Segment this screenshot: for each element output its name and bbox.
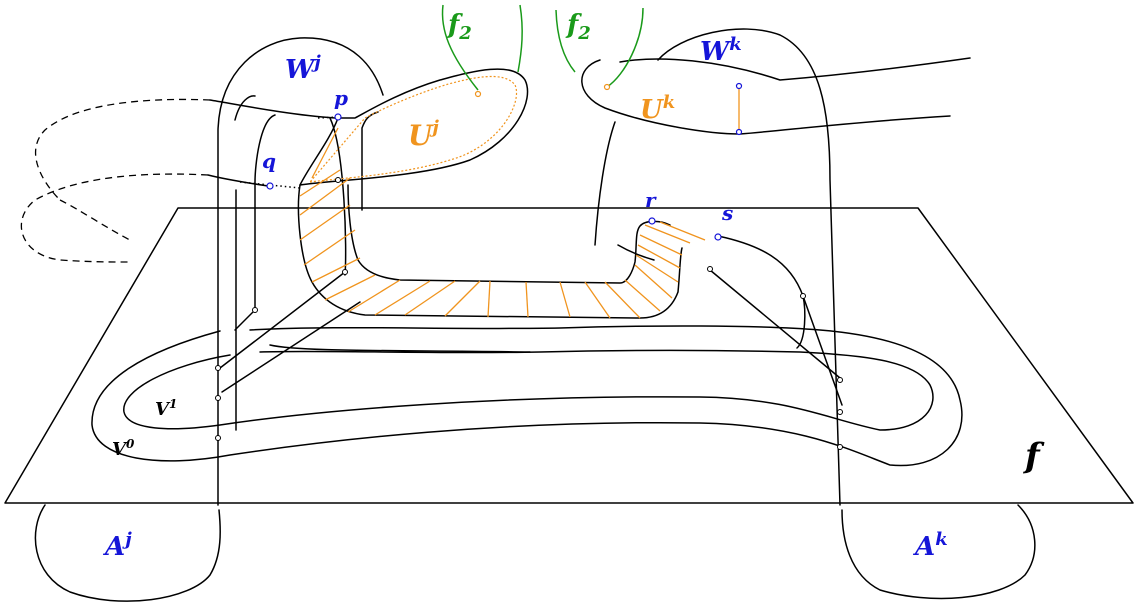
point-Uk	[603, 83, 611, 91]
label-f2-right: f2	[565, 10, 591, 44]
tube-Wj-band2	[207, 174, 269, 187]
point-s	[714, 233, 722, 241]
handle-Ak	[841, 504, 1036, 600]
hatched-strip-left	[297, 184, 683, 319]
label-r: r	[645, 188, 657, 212]
label-Uj: Uj	[408, 117, 439, 152]
tube-Wj-band	[209, 99, 336, 119]
green-curve-left-outer	[441, 4, 479, 91]
band-right-1	[717, 235, 804, 297]
tube-Wj-down	[329, 117, 347, 276]
label-Aj: Aj	[102, 529, 132, 562]
loop-V0	[91, 325, 963, 467]
dashed-tail	[59, 199, 131, 241]
point-Uj	[474, 90, 482, 98]
band-line-5	[234, 309, 256, 331]
point-Uk-bottom	[735, 128, 743, 136]
dashed-loop	[20, 98, 211, 263]
tube-Wj-line1	[254, 114, 276, 311]
tube-Wk-inner	[594, 121, 616, 246]
band-line-4	[802, 295, 843, 406]
tube-Wk-band2	[739, 115, 951, 135]
tube-Wk-outer	[657, 28, 841, 506]
region-Uj-orange	[308, 75, 518, 183]
green-curve-right-inner	[606, 7, 644, 88]
hatched-strip-inner	[347, 184, 671, 284]
band-line-7	[269, 344, 531, 353]
label-f2-left: f2	[446, 10, 472, 44]
label-q: q	[262, 149, 276, 173]
band-line-1	[219, 271, 346, 369]
label-p: p	[334, 86, 348, 110]
band-line-6	[796, 295, 806, 349]
label-V0: V0	[112, 437, 135, 460]
hatch-lines	[299, 127, 706, 319]
band-right-2	[617, 244, 655, 261]
loop-V1	[123, 349, 934, 431]
label-Uk: Uk	[640, 92, 675, 125]
tube-Wj-down2	[361, 111, 379, 211]
band-line-2	[221, 301, 361, 393]
tube-Wk-band1	[619, 57, 971, 81]
region-Uk	[581, 59, 741, 135]
label-Ak: Ak	[912, 529, 948, 562]
label-Wj: Wj	[285, 52, 321, 85]
green-curve-left-inner	[517, 4, 523, 73]
point-q	[266, 182, 274, 190]
band-line-3	[709, 269, 841, 379]
green-curve-right-outer	[555, 9, 576, 73]
dotted-q	[239, 181, 301, 189]
label-Wk: Wk	[700, 34, 742, 67]
tube-Wj-inner	[234, 95, 256, 431]
label-s: s	[721, 201, 733, 225]
tube-Wj-outer	[217, 37, 384, 506]
plane-f	[4, 207, 1134, 504]
label-V1: V1	[155, 397, 177, 420]
point-r	[648, 217, 656, 225]
dotted-p	[317, 116, 339, 119]
crossing-points	[215, 177, 843, 450]
label-f: f	[1023, 436, 1045, 476]
point-Uk-top	[735, 82, 743, 90]
point-p	[334, 113, 342, 121]
handle-Aj	[34, 504, 221, 602]
